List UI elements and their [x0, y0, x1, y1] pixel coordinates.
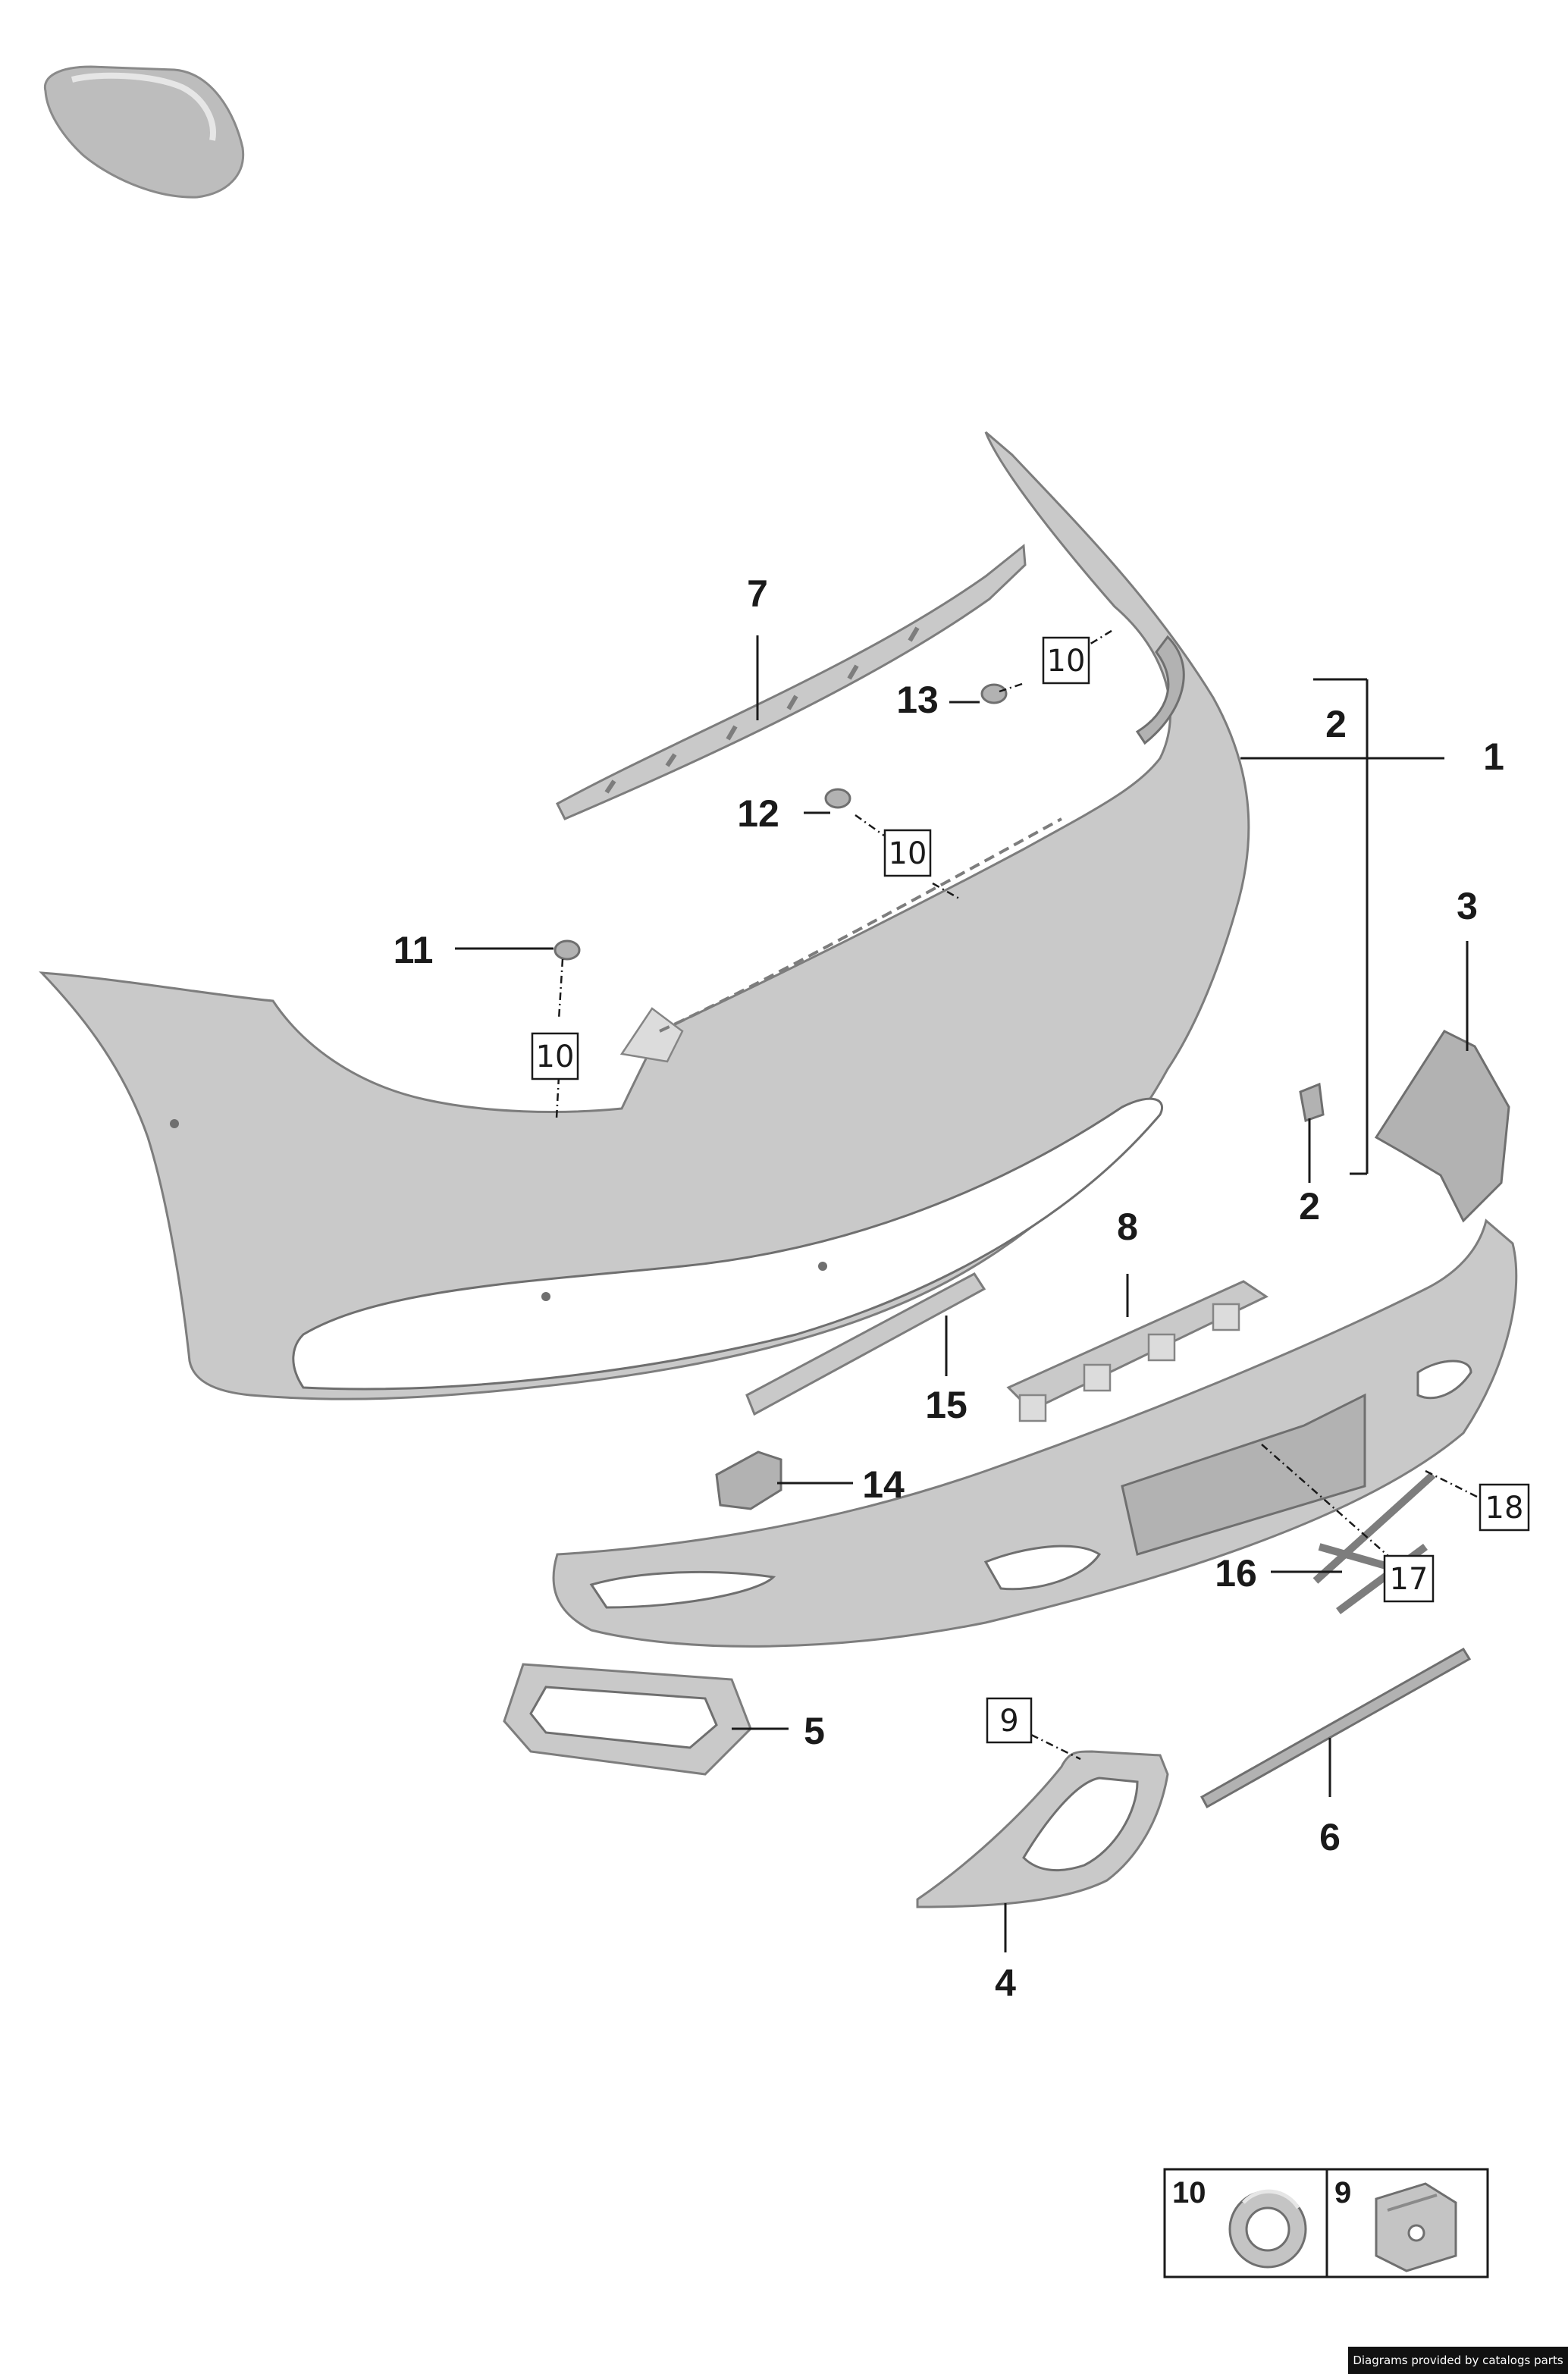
callout-3: 3 — [1457, 885, 1478, 927]
boxed-ref-10-mid: 10 — [889, 836, 927, 871]
part-6-strip — [1200, 1647, 1472, 1809]
callout-2-bottom: 2 — [1299, 1185, 1320, 1228]
callout-labels: 1 2 2 3 4 5 6 7 8 11 12 13 14 15 16 — [394, 572, 1504, 2004]
legend-label-10: 10 — [1172, 2176, 1206, 2209]
part-13-fastener — [980, 683, 1008, 704]
callout-4: 4 — [995, 1962, 1016, 2004]
part-14-sensor-bracket — [715, 1450, 782, 1510]
part-15-strip — [745, 1272, 986, 1416]
callout-5: 5 — [804, 1710, 825, 1752]
part-12-fastener — [824, 788, 851, 809]
clip-nut-icon — [1375, 2182, 1457, 2272]
car-thumbnail-icon — [43, 65, 245, 199]
callout-1: 1 — [1483, 735, 1504, 778]
callout-13: 13 — [896, 679, 939, 721]
callout-11: 11 — [394, 929, 434, 971]
part-11-fastener — [554, 939, 581, 961]
callout-8: 8 — [1117, 1206, 1138, 1248]
boxed-ref-9: 9 — [999, 1704, 1018, 1739]
boxed-ref-18: 18 — [1485, 1491, 1524, 1526]
callout-15: 15 — [925, 1384, 967, 1426]
leader-lines — [455, 635, 1469, 1952]
callout-6: 6 — [1319, 1816, 1341, 1858]
callout-7: 7 — [747, 572, 768, 615]
legend-box: 10 9 — [1163, 2168, 1489, 2278]
grommet-icon — [1228, 2189, 1307, 2269]
legend-label-9: 9 — [1334, 2176, 1351, 2209]
part-7-trim-strip — [556, 544, 1027, 820]
callout-14: 14 — [862, 1463, 905, 1506]
footer-credit: Diagrams provided by catalogs parts — [1348, 2347, 1568, 2374]
callout-12: 12 — [737, 792, 779, 835]
part-3-lower-bumper — [552, 1030, 1518, 1648]
boxed-refs: 10 10 10 9 17 18 — [531, 636, 1530, 1744]
part-8-bracket — [1006, 1280, 1269, 1422]
part-1-bumper-cover — [39, 431, 1250, 1400]
boxed-ref-10-left: 10 — [536, 1040, 575, 1074]
callout-16: 16 — [1215, 1552, 1257, 1595]
callout-2-top: 2 — [1325, 703, 1347, 745]
boxed-ref-10-top: 10 — [1047, 644, 1086, 679]
part-4-side-trim — [916, 1750, 1169, 1908]
part-2-clip — [1299, 1082, 1325, 1122]
part-5-grille-frame — [503, 1663, 752, 1776]
boxed-ref-17: 17 — [1390, 1562, 1428, 1597]
